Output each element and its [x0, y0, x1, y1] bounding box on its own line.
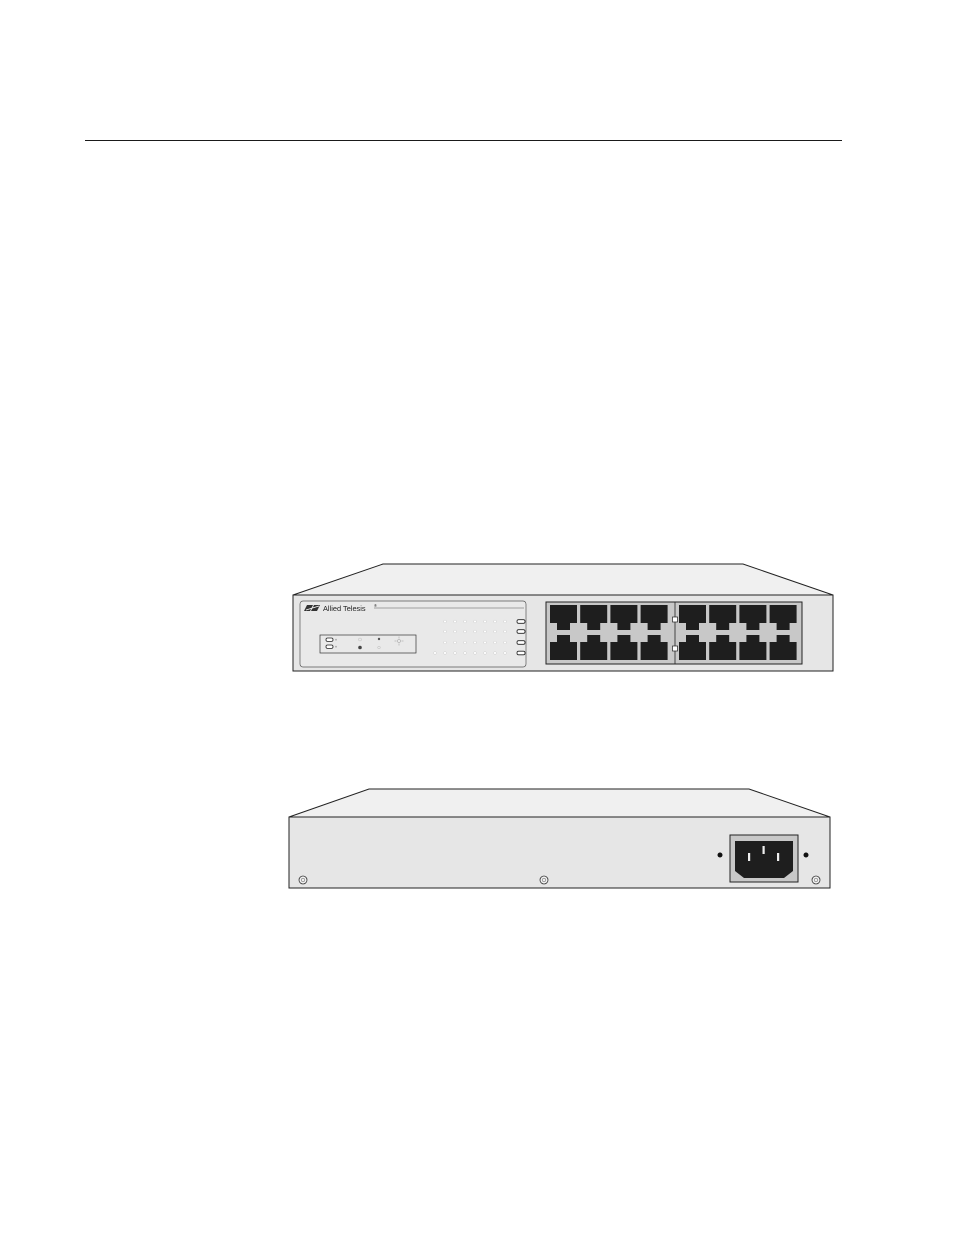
- port-led-dot: [504, 620, 507, 623]
- port-led-dot: [504, 641, 507, 644]
- port-led-dot: [484, 620, 487, 623]
- port-group-marker: [673, 646, 678, 651]
- switch-rear-view: [284, 785, 836, 893]
- port-led-dot: [504, 630, 507, 633]
- port-led-dot: [454, 641, 457, 644]
- port-led-dot: [494, 630, 497, 633]
- port-status-led: [517, 641, 525, 645]
- port-led-dot: [474, 652, 477, 655]
- port-led-dot: [454, 630, 457, 633]
- port-led-dot: [474, 641, 477, 644]
- port-led-dot: [444, 652, 447, 655]
- power-inlet-icon: [730, 835, 798, 882]
- switch-front-view: Allied Telesis ®: [288, 560, 838, 676]
- port-led-dot: [464, 652, 467, 655]
- port-led-dot: [474, 620, 477, 623]
- mounting-hole: [718, 853, 723, 858]
- port-led-dot: [444, 620, 447, 623]
- switch-front-view-figure: Allied Telesis ®: [288, 560, 838, 676]
- fault-led: [326, 645, 333, 648]
- chassis-top-surface: [293, 564, 833, 595]
- reset-button: [358, 646, 362, 650]
- brand-trademark: ®: [374, 603, 377, 608]
- port-led-dot: [494, 641, 497, 644]
- screw-icon: [812, 876, 820, 884]
- port-group-marker: [673, 617, 678, 622]
- port-led-dot: [494, 620, 497, 623]
- port-status-led: [517, 620, 525, 624]
- header-rule: [85, 140, 842, 141]
- port-led-dot: [464, 641, 467, 644]
- port-led-dot: [464, 630, 467, 633]
- port-led-dot: [444, 641, 447, 644]
- mounting-hole: [804, 853, 809, 858]
- port-led-dot: [454, 652, 457, 655]
- status-dot: [335, 646, 337, 648]
- chassis-top-surface: [289, 789, 830, 817]
- port-status-led: [517, 630, 525, 634]
- port-led-dot: [474, 630, 477, 633]
- port-led-dot: [434, 652, 437, 655]
- port-led-dot: [454, 620, 457, 623]
- port-led-dot: [504, 652, 507, 655]
- port-led-dot: [464, 620, 467, 623]
- indicator-dot: [378, 638, 380, 640]
- brand-name: Allied Telesis: [323, 604, 366, 613]
- port-led-dot: [494, 652, 497, 655]
- port-led-dot: [484, 630, 487, 633]
- port-led-dot: [484, 641, 487, 644]
- port-led-dot: [484, 652, 487, 655]
- screw-icon: [299, 876, 307, 884]
- port-led-dot: [444, 630, 447, 633]
- status-dot: [335, 639, 337, 641]
- power-led: [326, 638, 333, 641]
- screw-icon: [540, 876, 548, 884]
- port-status-led: [517, 651, 525, 655]
- switch-rear-view-figure: [284, 785, 836, 893]
